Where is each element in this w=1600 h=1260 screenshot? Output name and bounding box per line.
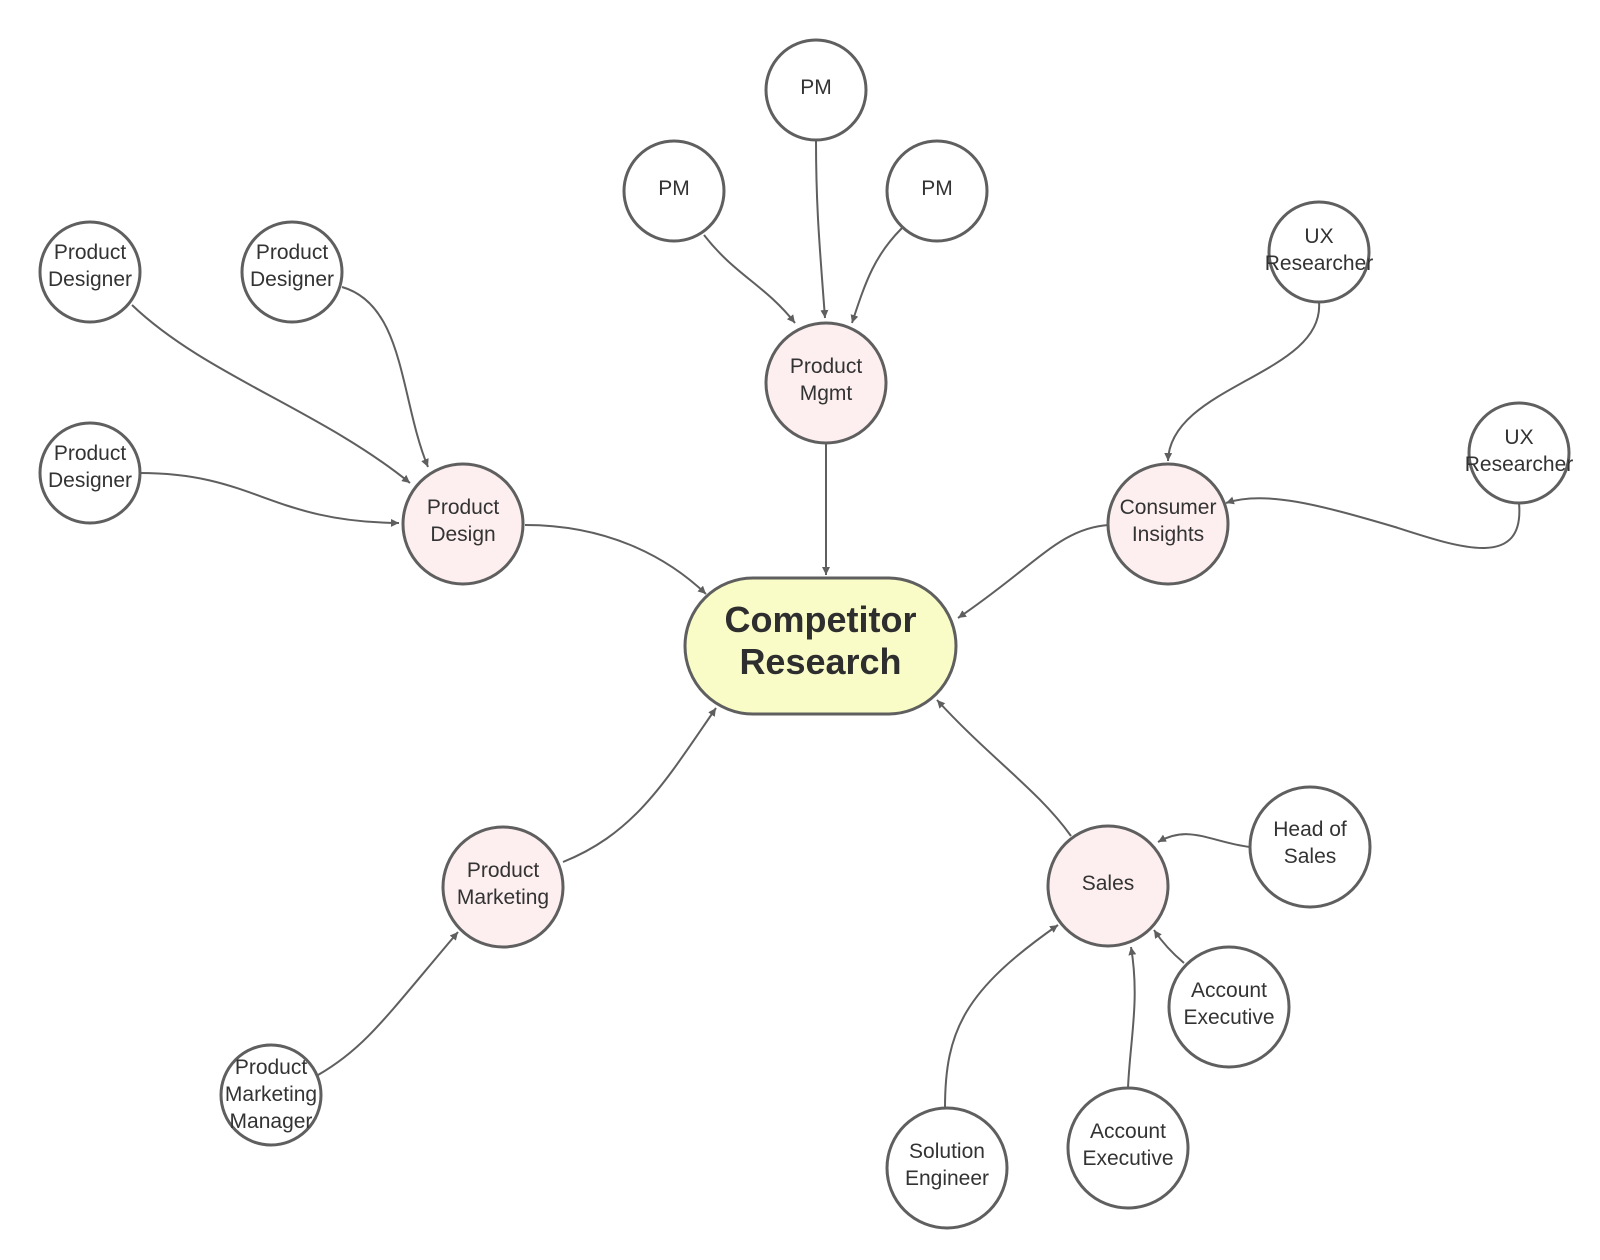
person-label-line-1: PM — [921, 177, 953, 200]
person-label-line-2: Researcher — [1465, 453, 1574, 476]
person-label-line-2: Marketing — [225, 1083, 317, 1106]
center-label-line-2: Research — [739, 641, 901, 682]
person-label-line-2: Executive — [1183, 1006, 1274, 1029]
person-label-line-1: UX — [1304, 225, 1333, 248]
dept-node-product-mgmt[interactable]: Product Mgmt — [764, 321, 888, 445]
person-label-line-2: Engineer — [905, 1167, 989, 1190]
person-label-line-1: Product — [54, 241, 127, 264]
edge-product-designer-1-to-product-design — [131, 304, 411, 484]
dept-label-line-2: Design — [430, 523, 495, 546]
person-node-ux-researcher-1[interactable]: UX Researcher — [1265, 200, 1374, 304]
edge-product-designer-3-to-product-design — [139, 472, 400, 527]
dept-label-line-2: Mgmt — [800, 382, 853, 405]
edge-sales-to-competitor-research — [936, 699, 1072, 837]
center-label-line-1: Competitor — [725, 599, 917, 640]
edge-head-of-sales-to-sales — [1157, 833, 1251, 848]
person-label-line-1: Product — [256, 241, 329, 264]
edge-account-executive-1-to-sales — [1153, 929, 1185, 964]
person-label-line-1: Head of — [1273, 818, 1347, 841]
person-label-line-2: Designer — [48, 268, 132, 291]
person-node-head-of-sales[interactable]: Head of Sales — [1248, 785, 1372, 909]
person-label-line-1: Account — [1090, 1120, 1166, 1143]
person-label-line-2: Designer — [48, 469, 132, 492]
edge-consumer-insights-to-competitor-research — [957, 524, 1110, 619]
dept-label-line-2: Marketing — [457, 886, 549, 909]
dept-node-product-design[interactable]: Product Design — [401, 462, 525, 586]
person-label-line-1: UX — [1504, 426, 1533, 449]
edge-pm-3-to-product-mgmt — [850, 227, 903, 324]
person-node-account-executive-2[interactable]: Account Executive — [1066, 1086, 1190, 1210]
connectors — [131, 139, 1521, 1109]
person-label-line-2: Researcher — [1265, 252, 1374, 275]
person-label-line-2: Sales — [1284, 845, 1337, 868]
person-label-line-2: Executive — [1082, 1147, 1173, 1170]
dept-label-line-2: Insights — [1132, 523, 1204, 546]
person-node-solution-engineer[interactable]: Solution Engineer — [885, 1106, 1009, 1230]
edge-product-designer-2-to-product-design — [341, 286, 429, 468]
person-node-pm-1[interactable]: PM — [622, 139, 726, 243]
person-label-line-1: Account — [1191, 979, 1267, 1002]
dept-label-line-1: Consumer — [1120, 496, 1217, 519]
person-node-product-designer-1[interactable]: Product Designer — [38, 220, 142, 324]
person-node-product-marketing-manager[interactable]: Product Marketing Manager — [219, 1043, 323, 1147]
edge-pm-2-to-product-mgmt — [815, 139, 829, 319]
person-node-pm-3[interactable]: PM — [885, 139, 989, 243]
person-node-product-designer-3[interactable]: Product Designer — [38, 421, 142, 525]
person-label-line-1: Solution — [909, 1140, 985, 1163]
dept-label-line-1: Product — [790, 355, 863, 378]
person-label-line-1: PM — [658, 177, 690, 200]
edge-account-executive-2-to-sales — [1127, 946, 1137, 1089]
edge-ux-researcher-1-to-consumer-insights — [1164, 301, 1321, 462]
person-label-line-2: Designer — [250, 268, 334, 291]
edge-product-marketing-to-competitor-research — [562, 707, 717, 863]
nodes: Competitor Research Product Mgmt Product… — [38, 38, 1574, 1230]
edge-ux-researcher-2-to-consumer-insights — [1225, 496, 1521, 549]
person-label-line-1: PM — [800, 76, 832, 99]
dept-node-sales[interactable]: Sales — [1046, 824, 1170, 948]
dept-label-line-1: Sales — [1082, 872, 1135, 895]
dept-node-consumer-insights[interactable]: Consumer Insights — [1106, 462, 1230, 586]
dept-node-product-marketing[interactable]: Product Marketing — [441, 825, 565, 949]
person-node-account-executive-1[interactable]: Account Executive — [1167, 945, 1291, 1069]
person-label-line-3: Manager — [230, 1110, 313, 1133]
person-node-pm-2[interactable]: PM — [764, 38, 868, 142]
edge-product-design-to-competitor-research — [524, 524, 707, 595]
dept-label-line-1: Product — [467, 859, 540, 882]
edge-product-marketing-manager-to-product-marketing — [317, 931, 459, 1076]
person-label-line-1: Product — [54, 442, 127, 465]
center-node-competitor-research[interactable]: Competitor Research — [683, 576, 958, 716]
person-node-ux-researcher-2[interactable]: UX Researcher — [1465, 401, 1574, 505]
person-label-line-1: Product — [235, 1056, 308, 1079]
edge-pm-1-to-product-mgmt — [703, 234, 796, 324]
person-node-product-designer-2[interactable]: Product Designer — [240, 220, 344, 324]
dept-label-line-1: Product — [427, 496, 500, 519]
edge-solution-engineer-to-sales — [944, 924, 1059, 1109]
